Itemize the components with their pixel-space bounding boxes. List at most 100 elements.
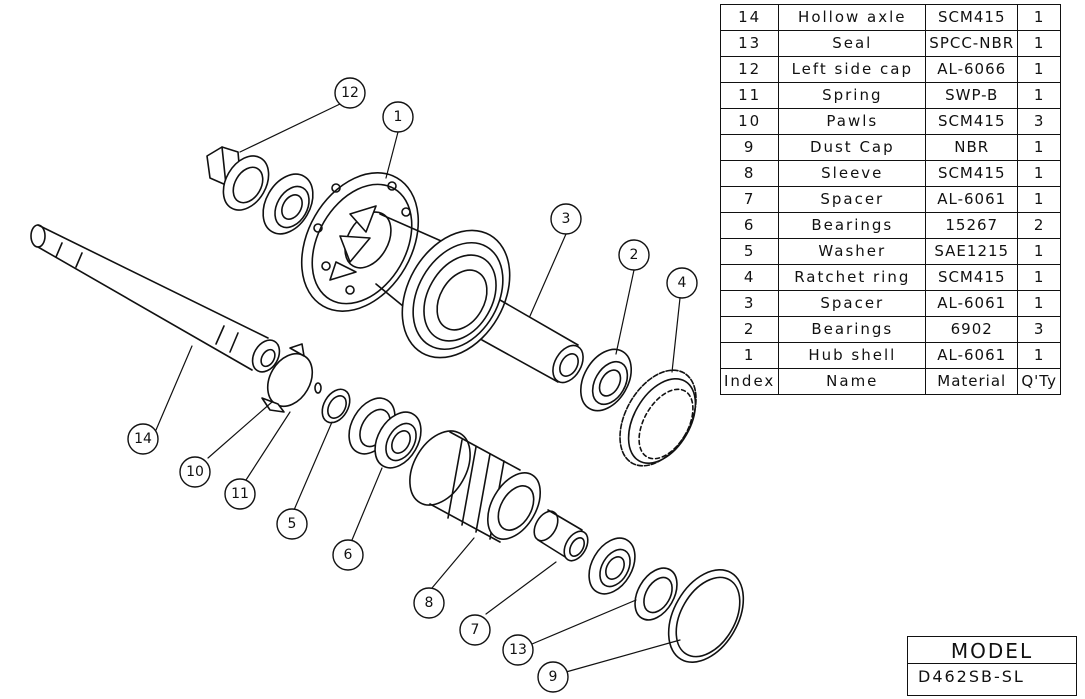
index-cell: 1 (719, 342, 780, 369)
balloon-3: 3 (550, 203, 582, 235)
index-cell: 2 (719, 316, 780, 343)
model-title-block: MODEL D462SB-SL (907, 636, 1077, 696)
material-cell: NBR (925, 134, 1019, 161)
qty-cell: 1 (1017, 30, 1062, 57)
material-cell: 15267 (925, 212, 1019, 239)
callout-balloons: 1 2 3 4 5 6 7 8 9 10 11 12 13 14 (127, 77, 698, 693)
name-cell: Bearings (778, 212, 927, 239)
balloon-7: 7 (459, 614, 491, 646)
index-cell: 6 (719, 212, 780, 239)
balloon-5: 5 (276, 508, 308, 540)
index-cell: 3 (719, 290, 780, 317)
svg-text:13: 13 (509, 642, 527, 658)
qty-cell: 1 (1017, 134, 1062, 161)
qty-cell: 1 (1017, 160, 1062, 187)
svg-text:6: 6 (344, 547, 353, 563)
name-cell: Left side cap (778, 56, 927, 83)
balloon-12: 12 (334, 77, 366, 109)
material-cell: SPCC-NBR (925, 30, 1019, 57)
svg-text:12: 12 (341, 85, 359, 101)
part-ratchet-ring (619, 369, 697, 467)
name-cell: Hub shell (778, 342, 927, 369)
svg-text:1: 1 (394, 109, 403, 125)
qty-cell: 1 (1017, 342, 1062, 369)
qty-cell: 1 (1017, 82, 1062, 109)
name-cell: Spacer (778, 186, 927, 213)
qty-cell: 3 (1017, 108, 1062, 135)
qty-cell: 1 (1017, 186, 1062, 213)
part-bearing-seal-side (588, 537, 636, 595)
index-cell: 13 (719, 30, 780, 57)
svg-text:3: 3 (562, 211, 571, 227)
svg-text:4: 4 (678, 275, 687, 291)
material-cell: SCM415 (925, 4, 1019, 31)
svg-text:8: 8 (425, 595, 434, 611)
balloon-8: 8 (413, 587, 445, 619)
balloon-10: 10 (179, 456, 211, 488)
balloon-1: 1 (382, 101, 414, 133)
part-bearing-right (579, 348, 633, 412)
svg-text:9: 9 (549, 669, 558, 685)
svg-text:5: 5 (288, 516, 297, 532)
name-cell: Spacer (778, 290, 927, 317)
name-cell: Ratchet ring (778, 264, 927, 291)
qty-cell: 1 (1017, 290, 1062, 317)
index-cell: 11 (719, 82, 780, 109)
part-pawls-spring (261, 343, 322, 413)
index-cell: 10 (719, 108, 780, 135)
balloon-2: 2 (618, 239, 650, 271)
index-cell: 7 (719, 186, 780, 213)
balloon-11: 11 (224, 478, 256, 510)
part-bearing-left (262, 173, 314, 235)
part-seal (634, 567, 678, 621)
name-header: Name (778, 368, 927, 395)
qty-cell: 1 (1017, 4, 1062, 31)
qty-cell: 2 (1017, 212, 1062, 239)
material-cell: SCM415 (925, 264, 1019, 291)
material-cell: AL-6061 (925, 186, 1019, 213)
balloon-4: 4 (666, 267, 698, 299)
material-cell: SCM415 (925, 160, 1019, 187)
svg-text:14: 14 (134, 431, 152, 447)
material-cell: SAE1215 (925, 238, 1019, 265)
name-cell: Pawls (778, 108, 927, 135)
part-hub-shell (300, 172, 511, 359)
name-cell: Seal (778, 30, 927, 57)
index-cell: 8 (719, 160, 780, 187)
material-header: Material (925, 368, 1019, 395)
index-cell: 5 (719, 238, 780, 265)
svg-text:10: 10 (186, 464, 204, 480)
part-hollow-axle (30, 224, 281, 373)
qty-header: Q'Ty (1017, 368, 1062, 395)
qty-cell: 1 (1017, 56, 1062, 83)
name-cell: Spring (778, 82, 927, 109)
svg-text:11: 11 (231, 486, 249, 502)
material-cell: AL-6066 (925, 56, 1019, 83)
part-spacer-7 (533, 509, 589, 562)
index-cell: 12 (719, 56, 780, 83)
leader-lines (155, 103, 681, 673)
material-cell: 6902 (925, 316, 1019, 343)
name-cell: Dust Cap (778, 134, 927, 161)
part-dust-cap (667, 569, 745, 663)
svg-text:7: 7 (471, 622, 480, 638)
name-cell: Hollow axle (778, 4, 927, 31)
material-cell: SWP-B (925, 82, 1019, 109)
model-label: MODEL (908, 637, 1076, 664)
balloon-9: 9 (537, 661, 569, 693)
balloon-6: 6 (332, 539, 364, 571)
material-cell: AL-6061 (925, 342, 1019, 369)
